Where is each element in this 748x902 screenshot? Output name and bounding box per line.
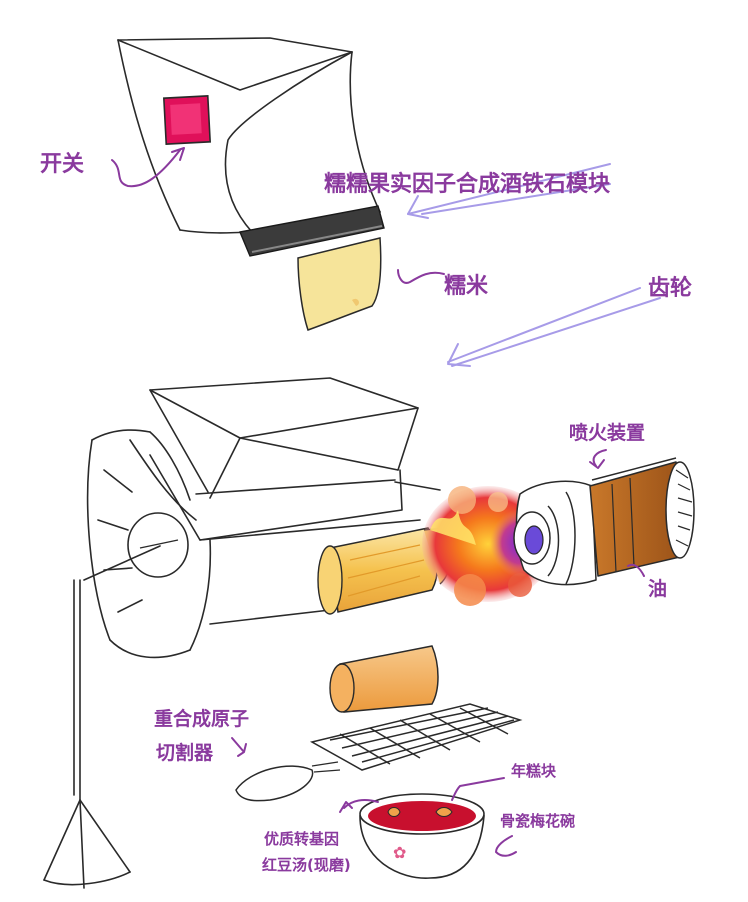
stand — [43, 545, 161, 889]
hopper-collar — [239, 205, 385, 257]
svg-text:✿: ✿ — [393, 843, 406, 862]
atomic-cutter — [235, 761, 341, 802]
label-cake-chunk: 年糕块 — [511, 762, 557, 780]
label-rice: 糯米 — [444, 274, 489, 299]
label-cutter-line1: 重合成原子 — [154, 708, 250, 730]
annotation-arrows — [111, 147, 661, 857]
label-gear: 齿轮 — [648, 276, 693, 301]
label-flamethrower: 喷火装置 — [569, 422, 646, 444]
label-soup-line1: 优质转基因 — [264, 830, 340, 848]
porcelain-bowl: ✿ — [359, 793, 485, 879]
flamethrower — [513, 480, 597, 586]
oil-tank — [589, 457, 695, 577]
rice-cake-log — [329, 645, 439, 713]
label-switch: 开关 — [40, 152, 85, 177]
label-oil: 油 — [648, 578, 668, 600]
cutting-grid — [309, 703, 523, 771]
grinder-body — [86, 377, 441, 659]
label-module: 糯糯果实因子合成酒铁石模块 — [324, 172, 611, 197]
label-bowl: 骨瓷梅花碗 — [500, 812, 576, 830]
gear-disc — [127, 512, 189, 578]
label-cutter-line2: 切割器 — [156, 742, 214, 764]
label-soup-line2: 红豆汤(现磨) — [262, 856, 351, 874]
hopper-module — [117, 37, 381, 234]
rice-stream — [297, 237, 382, 331]
